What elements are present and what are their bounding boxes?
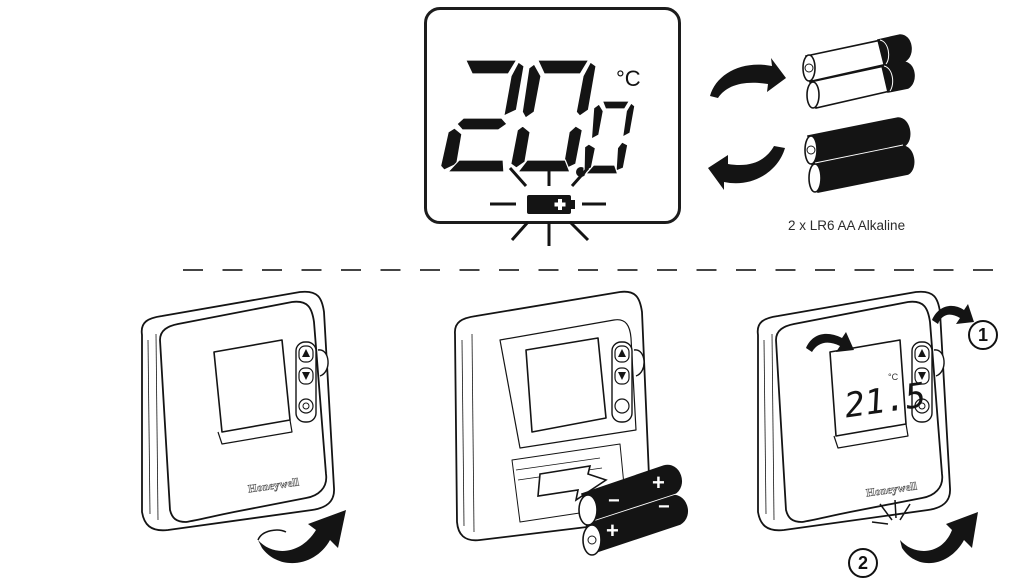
button-glyphs-step1 [302,349,310,380]
lcd-display-frame [424,7,681,224]
aa-batteries-icon [578,464,689,556]
depleted-batteries-icon [802,34,915,109]
press-cover-arrows-icon [806,304,978,564]
battery-plus-bottom: + [606,518,619,543]
battery-minus-bottom: − [658,496,670,518]
lcd-digits [439,59,636,177]
curved-arrow-right-icon [710,58,786,98]
button-glyphs-step3 [918,349,926,380]
thermostat-close-cover-icon [756,290,951,532]
battery-low-icon [490,166,606,246]
curved-arrow-left-icon [708,146,785,190]
click-burst-icon [871,499,911,525]
callout-2: 2 [848,548,878,578]
battery-minus-top: − [608,490,620,512]
lift-cover-arrow-icon [257,510,346,564]
battery-spec-caption: 2 x LR6 AA Alkaline [788,218,906,233]
thermostat-open-cover-icon [140,290,335,532]
battery-plus-top: + [652,470,665,495]
new-batteries-icon [804,117,915,193]
lcd-unit-label: °C [616,66,641,91]
insert-batteries-arrow-icon [537,465,608,502]
callout-1: 1 [968,320,998,350]
button-glyphs-step2 [618,349,626,380]
small-lcd-unit: °C [888,372,899,382]
